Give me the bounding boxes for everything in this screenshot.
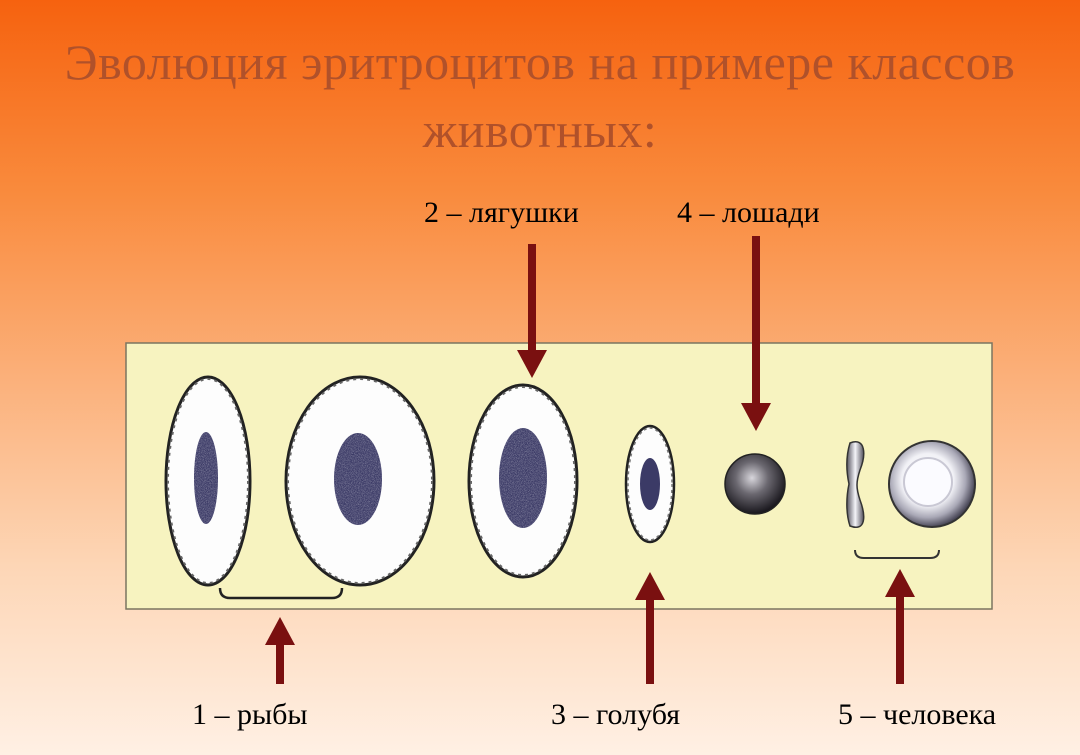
title-line-1: Эволюция эритроцитов на примере классов xyxy=(64,34,1016,90)
human-cell-side xyxy=(846,441,865,529)
label-horse: 4 – лошади xyxy=(677,196,820,229)
human-bracket xyxy=(854,549,940,559)
label-frog: 2 – лягушки xyxy=(424,196,579,229)
slide-title: Эволюция эритроцитов на примере классов … xyxy=(0,28,1080,164)
fish-cell-side xyxy=(164,375,252,587)
pigeon-arrow xyxy=(635,572,665,684)
fish-bracket xyxy=(218,587,344,600)
frog-arrow xyxy=(517,244,547,378)
horse-cell xyxy=(724,453,786,515)
fish-arrow xyxy=(265,617,295,684)
fish-cell-front xyxy=(284,375,436,587)
human-cell-front xyxy=(888,440,976,528)
frog-cell xyxy=(467,383,579,579)
label-fish: 1 – рыбы xyxy=(192,698,308,731)
horse-arrow xyxy=(741,236,771,431)
pigeon-cell xyxy=(624,424,676,544)
human-arrow xyxy=(885,569,915,684)
label-pigeon: 3 – голубя xyxy=(551,698,681,731)
title-line-2: животных: xyxy=(422,102,658,158)
label-human: 5 – человека xyxy=(838,698,997,731)
